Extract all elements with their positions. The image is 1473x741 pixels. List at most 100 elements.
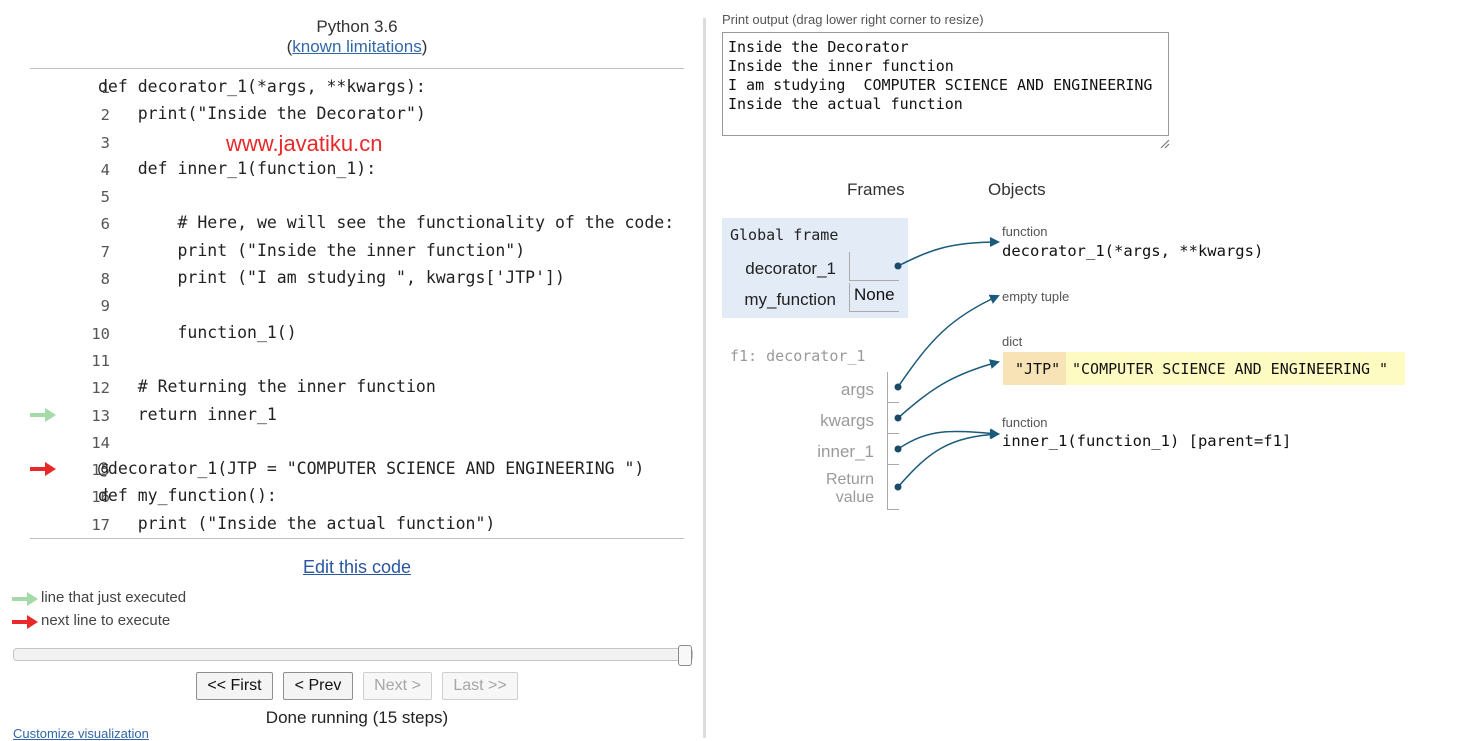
f1-var-inner-1: inner_1 — [817, 442, 874, 461]
code-line: 8 print ("I am studying ", kwargs['JTP']… — [30, 264, 690, 291]
code-line: 5 — [30, 182, 690, 209]
code-text: return inner_1 — [98, 404, 277, 424]
f1-var-args: args — [840, 380, 874, 399]
func2-label: function — [1002, 415, 1048, 430]
arrow-gutter — [30, 489, 56, 503]
arrow-gutter — [30, 244, 56, 258]
code-line: 9 — [30, 291, 690, 318]
known-limitations-link[interactable]: known limitations — [292, 37, 422, 56]
code-text: print ("Inside the inner function") — [98, 240, 526, 260]
edit-code-link: Edit this code — [0, 557, 714, 578]
language-subtitle: (known limitations) — [286, 37, 428, 56]
dict-key: "JTP" — [1015, 360, 1061, 378]
code-text: print ("I am studying ", kwargs['JTP']) — [98, 268, 565, 288]
line-number: 12 — [91, 379, 110, 398]
code-line: 14 — [30, 428, 690, 455]
f1-cell-args — [887, 372, 899, 403]
resize-grip-icon[interactable] — [1160, 139, 1170, 149]
var-value-decorator-1 — [849, 252, 899, 281]
func1-label: function — [1002, 224, 1048, 239]
line-number: 3 — [100, 133, 110, 152]
step-slider-handle[interactable] — [678, 645, 692, 666]
customize-visualization-link[interactable]: Customize visualization — [13, 726, 149, 741]
code-text: def inner_1(function_1): — [98, 158, 377, 178]
f1-cell-return-value — [887, 465, 899, 510]
edit-code-link-text[interactable]: Edit this code — [302, 557, 412, 577]
frames-header: Frames — [847, 180, 905, 199]
arrow-gutter — [30, 271, 56, 285]
red-arrow-icon — [12, 615, 38, 629]
print-output-caption: Print output (drag lower right corner to… — [722, 12, 984, 27]
arrow-args — [897, 294, 1000, 388]
pane-divider[interactable] — [703, 18, 706, 738]
code-text: @decorator_1(JTP = "COMPUTER SCIENCE AND… — [98, 459, 645, 479]
language-title: Python 3.6 — [316, 17, 398, 36]
objects-header: Objects — [988, 180, 1046, 199]
code-line: 13 return inner_1 — [30, 401, 690, 428]
func1-text: decorator_1(*args, **kwargs) — [1002, 242, 1264, 260]
line-number: 4 — [100, 160, 110, 179]
dict-key-cell: "JTP" — [1003, 352, 1066, 385]
arrow-gutter — [30, 380, 56, 394]
arrow-inner-1 — [897, 428, 1000, 450]
prev-button[interactable]: < Prev — [283, 672, 353, 700]
line-number: 6 — [100, 215, 110, 234]
line-number: 8 — [100, 270, 110, 289]
line-number: 17 — [91, 515, 110, 534]
line-number: 7 — [100, 242, 110, 261]
arrow-gutter — [30, 326, 56, 340]
arrow-gutter — [30, 135, 56, 149]
code-top-divider — [30, 68, 684, 69]
green-arrow-icon — [12, 592, 38, 606]
step-slider-track[interactable] — [13, 648, 693, 661]
line-number: 10 — [91, 324, 110, 343]
code-text: print("Inside the Decorator") — [98, 104, 426, 124]
f1-var-kwargs: kwargs — [820, 411, 874, 430]
line-number: 16 — [91, 488, 110, 507]
f1-frame-title: f1: decorator_1 — [730, 347, 866, 365]
code-line: 2 print("Inside the Decorator") — [30, 100, 690, 127]
first-button[interactable]: << First — [196, 672, 273, 700]
code-text: def my_function(): — [98, 486, 277, 506]
executed-line-arrow-icon — [30, 407, 56, 422]
run-status: Done running (15 steps) — [265, 708, 449, 727]
code-text: def decorator_1(*args, **kwargs): — [98, 77, 426, 96]
code-line: 12 # Returning the inner function — [30, 373, 690, 400]
arrow-gutter — [30, 162, 56, 176]
f1-cell-inner-1 — [887, 434, 899, 465]
arrow-gutter — [30, 189, 56, 203]
arrow-gutter — [30, 353, 56, 367]
line-number: 15 — [91, 461, 110, 480]
line-number: 9 — [100, 297, 110, 316]
arrow-gutter — [30, 80, 56, 94]
code-text: function_1() — [98, 322, 297, 342]
next-button[interactable]: Next > — [363, 672, 432, 700]
var-value-my-function: None — [849, 283, 899, 312]
last-button[interactable]: Last >> — [442, 672, 518, 700]
arrow-return-value — [897, 429, 1000, 488]
line-number: 13 — [91, 406, 110, 425]
global-frame: Global frame decorator_1 my_function Non… — [722, 218, 908, 318]
tuple-label: empty tuple — [1002, 289, 1070, 304]
code-text: print ("Inside the actual function") — [98, 513, 496, 533]
func2-text: inner_1(function_1) [parent=f1] — [1002, 432, 1292, 450]
f1-var-return-value: Return value — [825, 471, 874, 506]
code-line: 15@decorator_1(JTP = "COMPUTER SCIENCE A… — [30, 455, 690, 482]
code-line: 6 # Here, we will see the functionality … — [30, 209, 690, 236]
code-line: 17 print ("Inside the actual function") — [30, 510, 690, 537]
print-output-box[interactable]: Inside the Decorator Inside the inner fu… — [722, 32, 1169, 136]
arrow-kwargs — [897, 359, 1000, 419]
var-name-decorator-1: decorator_1 — [745, 259, 836, 278]
code-line: 7 print ("Inside the inner function") — [30, 237, 690, 264]
next-line-arrow-icon — [30, 462, 56, 477]
code-line: 3 — [30, 128, 690, 155]
arrow-gutter — [30, 216, 56, 230]
global-frame-title: Global frame — [730, 226, 839, 244]
code-line: 4 def inner_1(function_1): — [30, 155, 690, 182]
f1-cell-kwargs — [887, 403, 899, 434]
watermark: www.javatiku.cn — [226, 131, 383, 156]
